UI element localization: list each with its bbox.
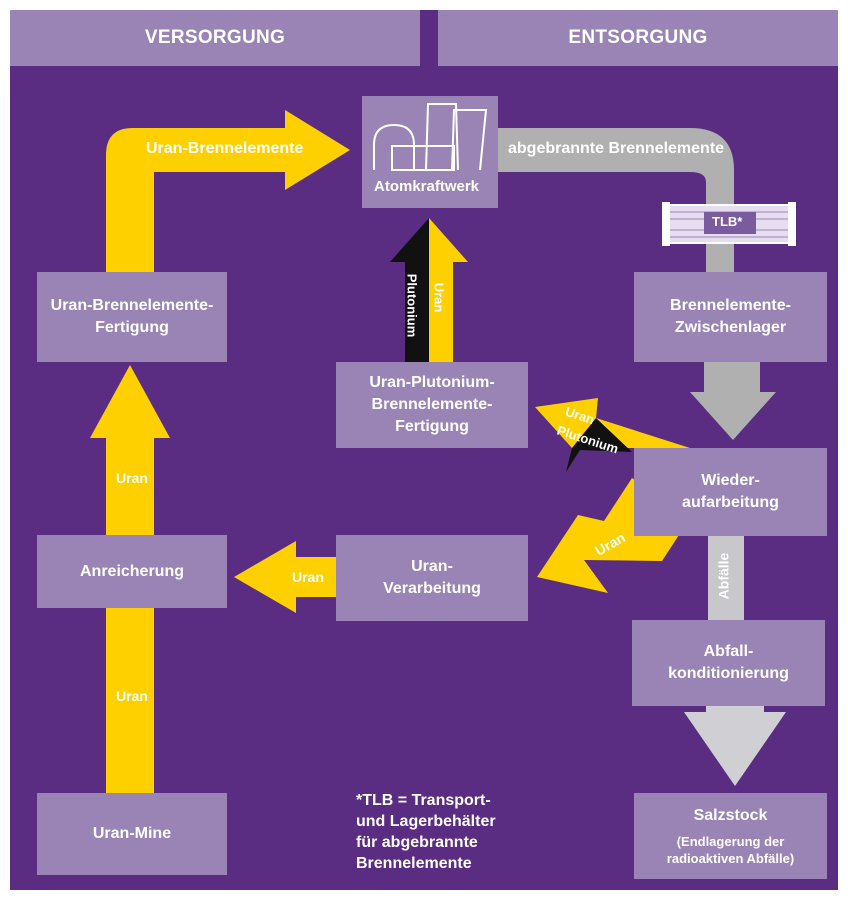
footnote-line3: für abgebrannte xyxy=(356,834,478,851)
arrow-verarbeitung-shaft xyxy=(296,557,336,597)
akw-box xyxy=(362,96,498,208)
arrow-uran-head xyxy=(429,218,468,262)
box-uran-plutonium-fertigung: Uran-Plutonium- Brennelemente- Fertigung xyxy=(336,362,528,448)
label-plutonium-akw: Plutonium xyxy=(404,273,420,338)
footnote-line1: *TLB = Transport- xyxy=(356,792,491,809)
fertigung-label-line1: Uran-Brennelemente- xyxy=(50,297,214,314)
mox-label-line1: Uran-Plutonium- xyxy=(369,374,495,391)
anreicherung-label: Anreicherung xyxy=(79,562,184,580)
tlb-footnote: *TLB = Transport- und Lagerbehälter für … xyxy=(356,790,556,874)
label-uran-verarbeitung: Uran xyxy=(292,569,324,585)
box-salzstock: Salzstock (Endlagerung der radioaktiven … xyxy=(634,793,827,879)
akw-label: Atomkraftwerk xyxy=(374,178,480,195)
tlb-end-right xyxy=(788,202,796,246)
fertigung-label-line2: Fertigung xyxy=(95,319,169,336)
arrow-mox-to-akw-plutonium xyxy=(405,262,429,362)
header-entsorgung: ENTSORGUNG xyxy=(438,10,838,66)
arrow-abfall-to-salzstock-head xyxy=(684,712,786,786)
footnote-line4: Brennelemente xyxy=(356,855,472,872)
wa-label-line1: Wieder- xyxy=(701,472,760,489)
salzstock-label: Salzstock xyxy=(693,807,768,824)
salzstock-sub-line1: (Endlagerung der xyxy=(676,834,785,849)
uran-mine-label: Uran-Mine xyxy=(92,825,172,842)
box-uran-verarbeitung: Uran- Verarbeitung xyxy=(336,535,528,621)
arrow-verarbeitung-to-anreicherung-head xyxy=(234,541,296,613)
abfall-label-line1: Abfall- xyxy=(703,643,754,660)
label-abgebrannte-brennelemente: abgebrannte Brennelemente xyxy=(508,140,725,157)
label-uran-akw: Uran xyxy=(431,282,447,313)
mox-label-line2: Brennelemente- xyxy=(371,396,493,413)
box-zwischenlager: Brennelemente- Zwischenlager xyxy=(634,272,827,362)
arrow-to-akw-head xyxy=(285,110,350,190)
tlb-label-plate xyxy=(704,212,756,234)
zwischenlager-label-line2: Zwischenlager xyxy=(674,319,787,336)
tlb-end-left xyxy=(662,202,670,246)
label-tlb: TLB* xyxy=(712,214,743,229)
header-versorgung: VERSORGUNG xyxy=(10,10,420,66)
akw-icon xyxy=(373,103,488,171)
verarbeitung-label-line2: Verarbeitung xyxy=(383,580,481,597)
arrow-fertigung-shaft xyxy=(106,128,285,272)
label-uran-brennelemente: Uran-Brennelemente xyxy=(146,140,304,157)
arrow-abfaelle xyxy=(708,536,744,620)
box-anreicherung: Anreicherung xyxy=(37,535,227,608)
verarbeitung-label-line1: Uran- xyxy=(411,558,453,575)
arrow-wa-to-mox-plutonium xyxy=(566,418,632,472)
footnote-line2: und Lagerbehälter xyxy=(356,813,496,830)
salzstock-sub-line2: radioaktiven Abfälle) xyxy=(666,851,795,866)
box-abfallkonditionierung: Abfall- konditionierung xyxy=(632,620,825,706)
arrow-anreicherung-to-fertigung-head xyxy=(90,365,170,438)
mox-label-line3: Fertigung xyxy=(395,418,469,435)
abfall-label-line2: konditionierung xyxy=(668,665,789,682)
wa-label-line2: aufarbeitung xyxy=(682,494,779,511)
label-abfaelle: Abfälle xyxy=(715,552,732,600)
arrow-akw-to-zwischenlager xyxy=(498,128,734,272)
box-uran-mine: Uran-Mine xyxy=(37,793,227,875)
arrow-wa-to-mox-uran xyxy=(535,398,690,448)
box-uran-brennelemente-fertigung: Uran-Brennelemente- Fertigung xyxy=(37,272,227,362)
box-wiederaufarbeitung: Wieder- aufarbeitung xyxy=(634,448,827,536)
arrow-mox-to-akw-uran xyxy=(429,262,453,362)
arrow-zwischenlager-to-wa-head xyxy=(690,392,776,440)
zwischenlager-label-line1: Brennelemente- xyxy=(670,297,791,314)
label-uran-mine: Uran xyxy=(116,688,148,704)
arrow-plutonium-head xyxy=(390,218,429,262)
arrow-anreicherung-shaft xyxy=(106,438,154,536)
arrow-zwischenlager-shaft xyxy=(704,362,760,392)
label-uran-anreicherung: Uran xyxy=(116,470,148,486)
arrow-mine-to-anreicherung xyxy=(106,608,154,794)
